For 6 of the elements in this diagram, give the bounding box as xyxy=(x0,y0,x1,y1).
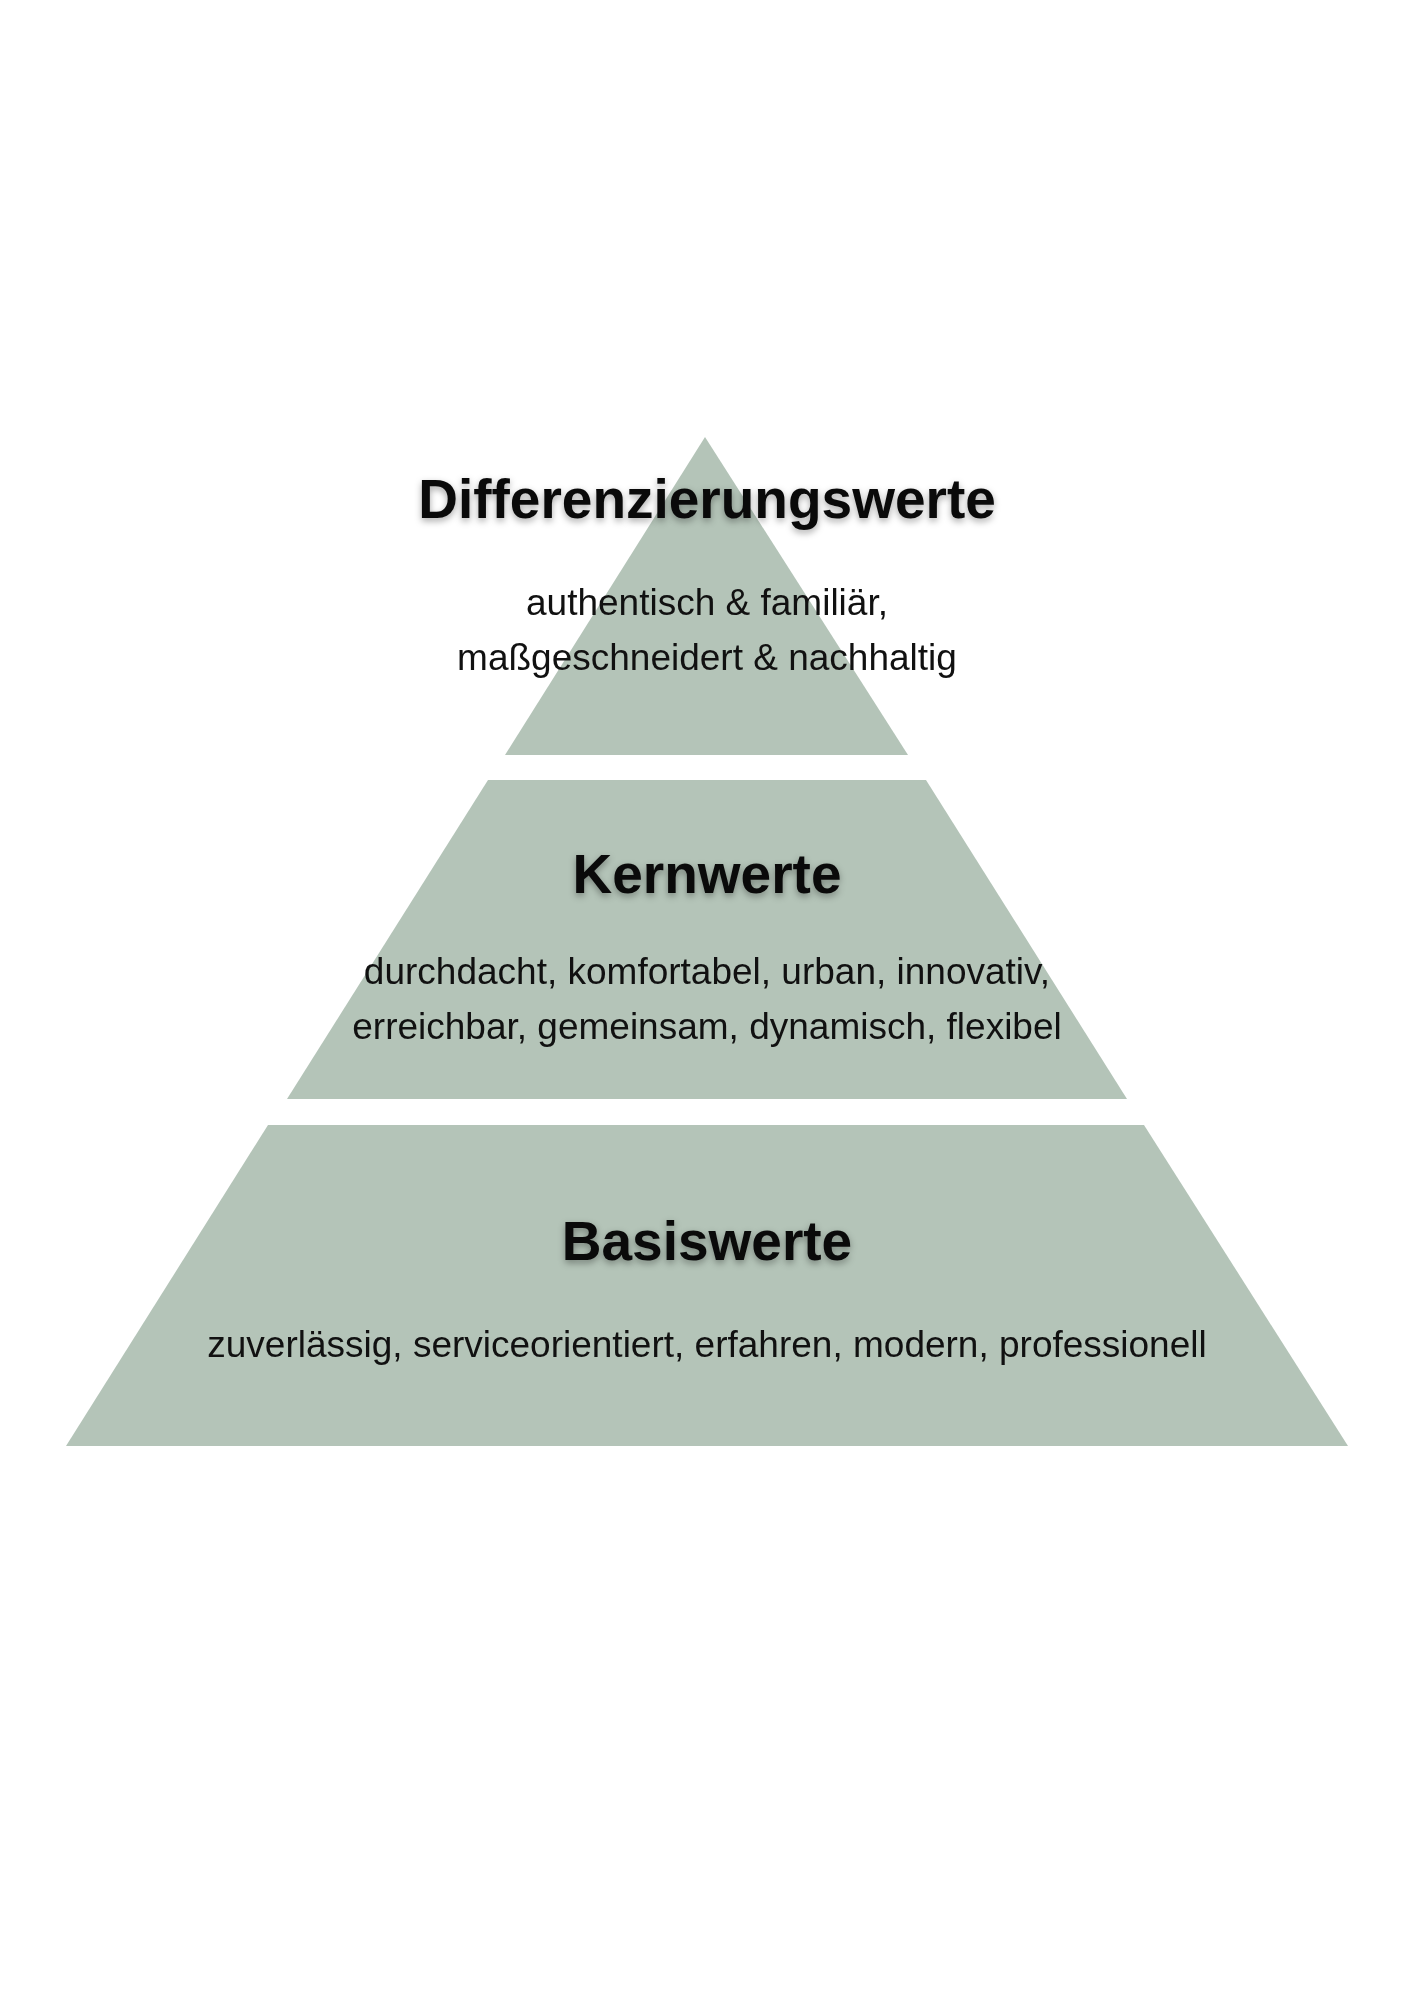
tier-heading: Kernwerte xyxy=(572,843,842,906)
tier-description: authentisch & familiär, maßgeschneidert & nachhaltig xyxy=(456,581,958,680)
tier-description: zuverlässig, serviceorientiert, erfahren, modern, professionell xyxy=(206,1323,1208,1367)
tier-heading: Differenzierungswerte xyxy=(418,468,996,531)
tier-heading: Basiswerte xyxy=(561,1210,853,1273)
tier-description: durchdacht, komfortabel, urban, innovativ, erreichbar, gemeinsam, dynamisch, flexibel xyxy=(351,950,1063,1049)
